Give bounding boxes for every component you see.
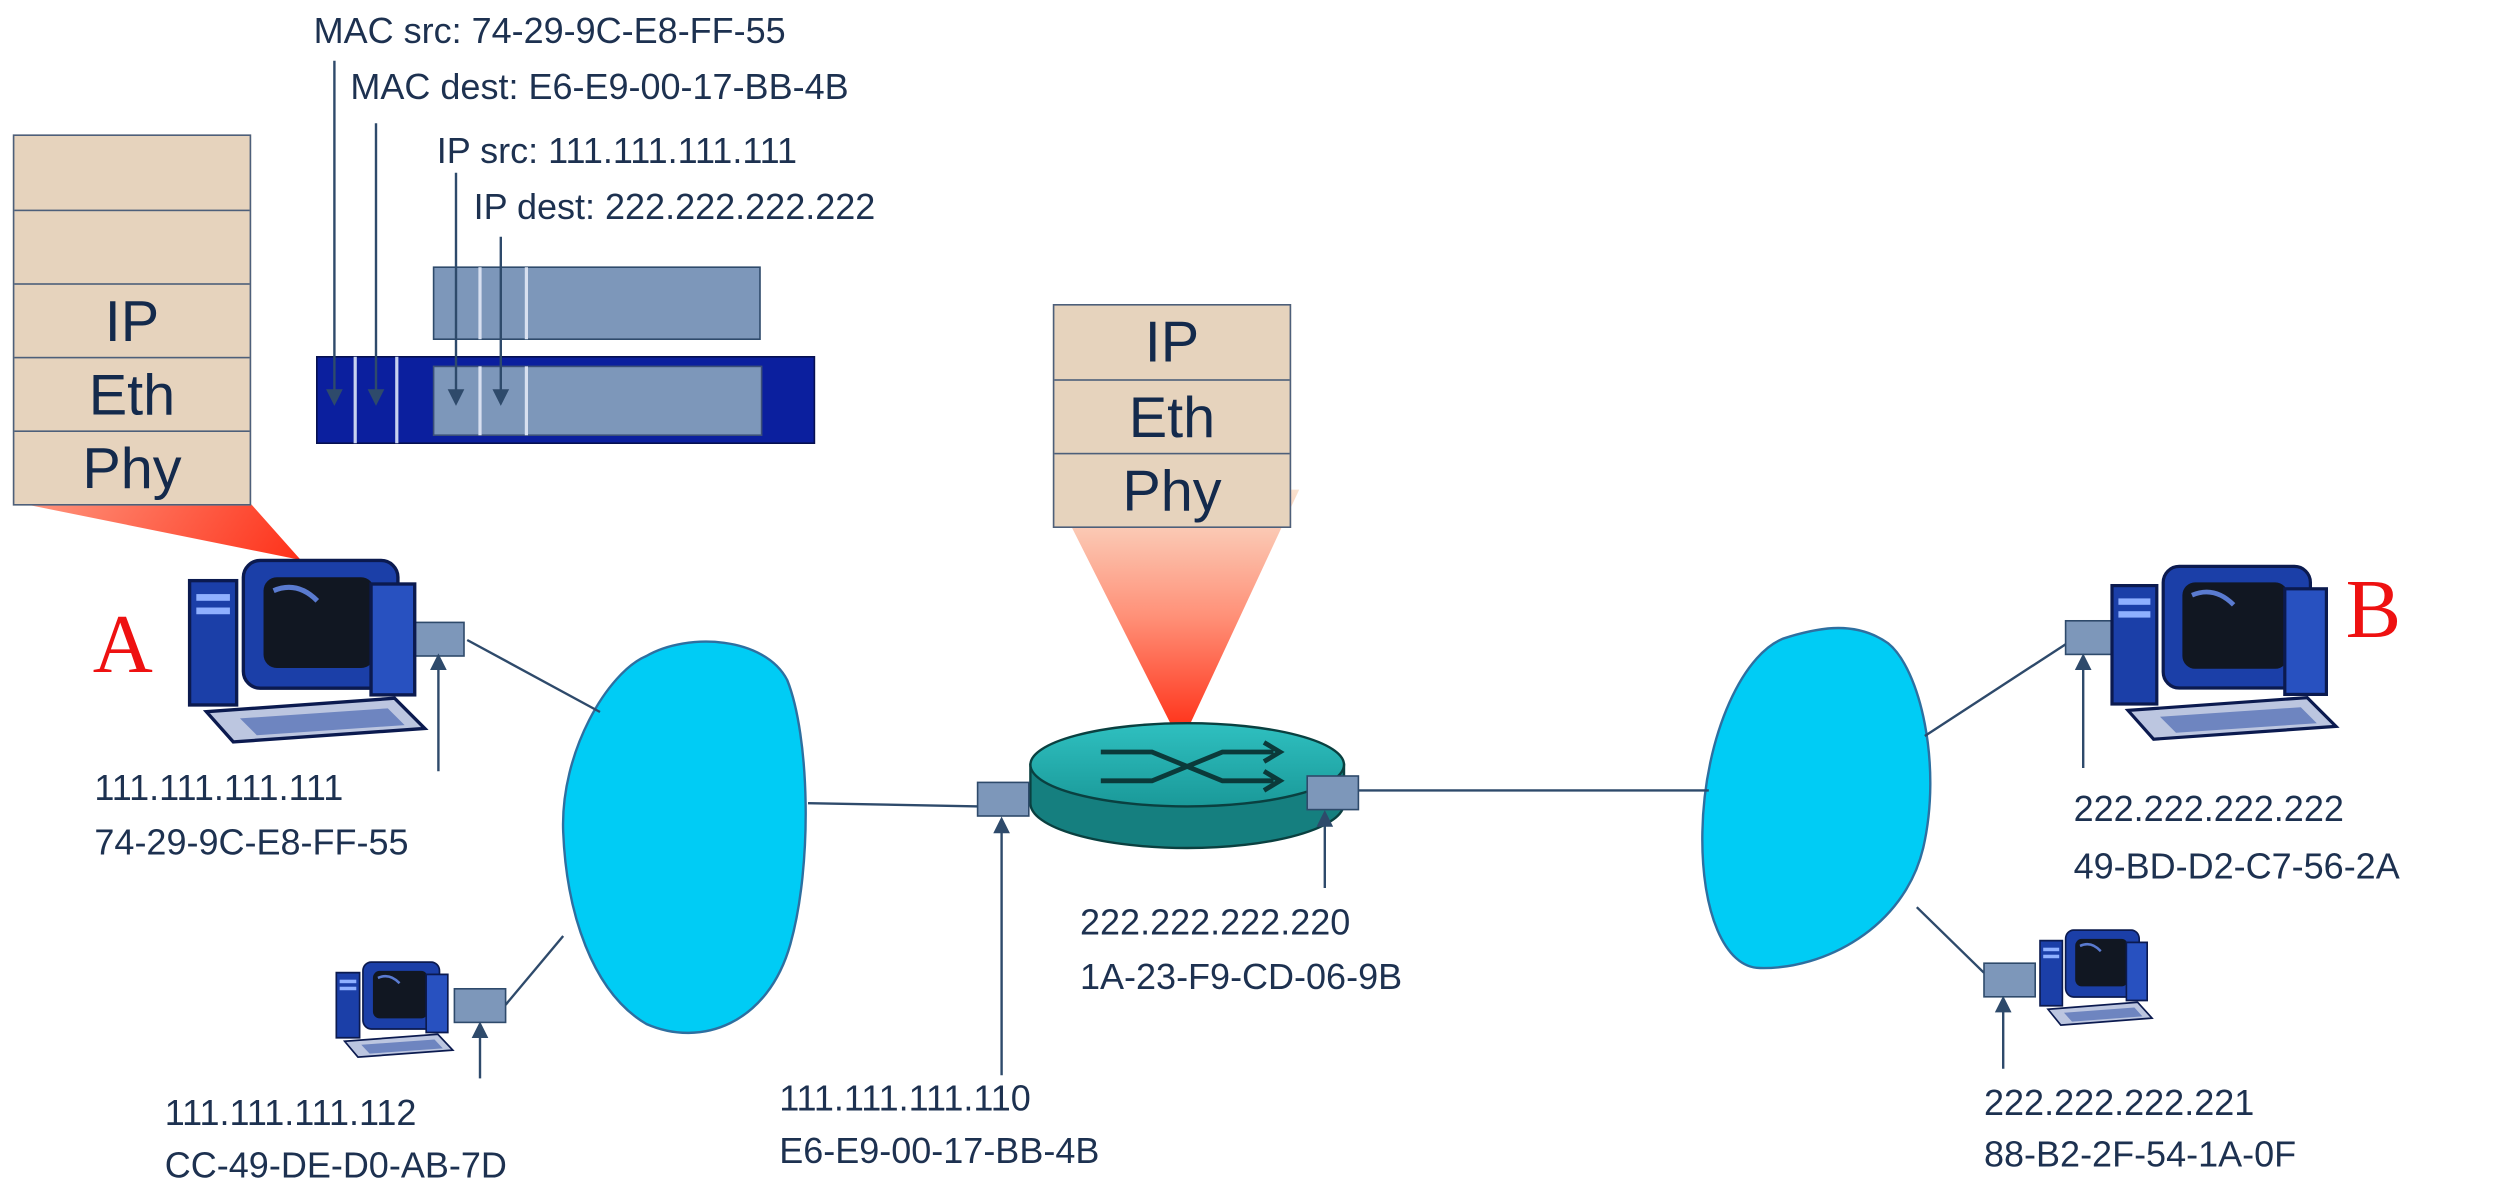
adapter-host-a [412, 621, 465, 657]
adapter-host-b2 [1983, 962, 2037, 998]
stack-layer-phy: Phy [14, 430, 250, 505]
stack-layer-application [14, 136, 249, 210]
router-protocol-stack: IP Eth Phy [1052, 304, 1292, 528]
host-b-mac: 49-BD-D2-C7-56-2A [2073, 846, 2400, 887]
router-layer-eth: Eth [1054, 379, 1290, 454]
adapter-host-b [2064, 620, 2118, 656]
adapter-host-a2 [453, 988, 507, 1024]
host-b2-mac: 88-B2-2F-54-1A-0F [1984, 1134, 2297, 1175]
router-right-mac: 1A-23-F9-CD-06-9B [1080, 956, 1403, 997]
router-right-ip: 222.222.222.220 [1080, 902, 1351, 943]
mac-dest-label: MAC dest: E6-E9-00-17-BB-4B [350, 67, 849, 108]
host-b-ip: 222.222.222.222 [2073, 788, 2344, 829]
computer-host-b2-icon [2038, 928, 2154, 1027]
host-a2-ip: 111.111.111.112 [164, 1092, 417, 1133]
router-spotlight [1052, 489, 1300, 744]
stack-layer-eth: Eth [14, 356, 250, 432]
host-b-name: B [2345, 564, 2402, 656]
adapter-router-left [976, 781, 1030, 817]
mac-src-label: MAC src: 74-29-9C-E8-FF-55 [313, 11, 786, 52]
computer-host-b-icon [2112, 566, 2336, 739]
host-b2-ip: 222.222.222.221 [1984, 1083, 2255, 1124]
ip-src-label: IP src: 111.111.111.111 [436, 131, 798, 172]
router-left-mac: E6-E9-00-17-BB-4B [779, 1131, 1100, 1172]
host-a-mac: 74-29-9C-E8-FF-55 [94, 822, 409, 863]
router-layer-phy: Phy [1054, 452, 1290, 528]
frame-diagram [316, 266, 816, 445]
router-layer-ip: IP [1144, 308, 1200, 375]
stack-layer-ip: IP [14, 283, 250, 358]
host-a-ip: 111.111.111.111 [94, 768, 344, 808]
frame-payload [432, 365, 763, 437]
stack-layer-transport [14, 209, 250, 285]
host-a2-mac: CC-49-DE-D0-AB-7D [164, 1145, 507, 1186]
lan-cloud-right [1701, 626, 1932, 970]
router-icon [1029, 722, 1346, 850]
lan-cloud-left [561, 640, 807, 1035]
ip-dest-label: IP dest: 222.222.222.222 [473, 187, 876, 228]
router-left-ip: 111.111.111.110 [779, 1078, 1031, 1119]
adapter-router-right [1306, 775, 1360, 811]
computer-host-a-icon [190, 560, 425, 741]
host-a-name: A [92, 600, 153, 692]
host-protocol-stack: IP Eth Phy [12, 134, 252, 506]
computer-host-a2-icon [335, 960, 455, 1059]
datagram-box [432, 266, 761, 341]
